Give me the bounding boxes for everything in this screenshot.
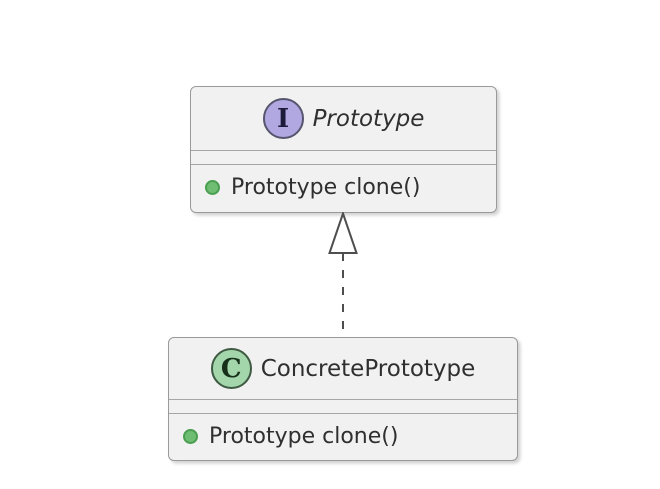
- class-node-concreteprototype: C ConcretePrototype Prototype clone(): [168, 337, 518, 461]
- class-method-label: Prototype clone(): [209, 423, 399, 449]
- interface-method-label: Prototype clone(): [231, 175, 421, 200]
- class-fields-compartment-empty: [169, 399, 517, 414]
- class-methods-compartment: Prototype clone(): [169, 414, 517, 460]
- interface-spot-icon: I: [262, 98, 304, 139]
- interface-name: Prototype: [312, 105, 425, 132]
- interface-header: I Prototype: [191, 87, 496, 150]
- interface-methods-compartment: Prototype clone(): [191, 165, 496, 212]
- interface-node-prototype: I Prototype Prototype clone(): [190, 86, 497, 213]
- class-spot-icon: C: [210, 348, 252, 389]
- class-name: ConcretePrototype: [260, 355, 476, 382]
- hollow-triangle-arrowhead-icon: [328, 212, 358, 254]
- realization-arrow: [328, 212, 358, 337]
- public-visibility-dot-icon: [183, 428, 198, 444]
- interface-fields-compartment-empty: [191, 150, 496, 165]
- class-header: C ConcretePrototype: [169, 338, 517, 399]
- public-visibility-dot-icon: [205, 180, 220, 195]
